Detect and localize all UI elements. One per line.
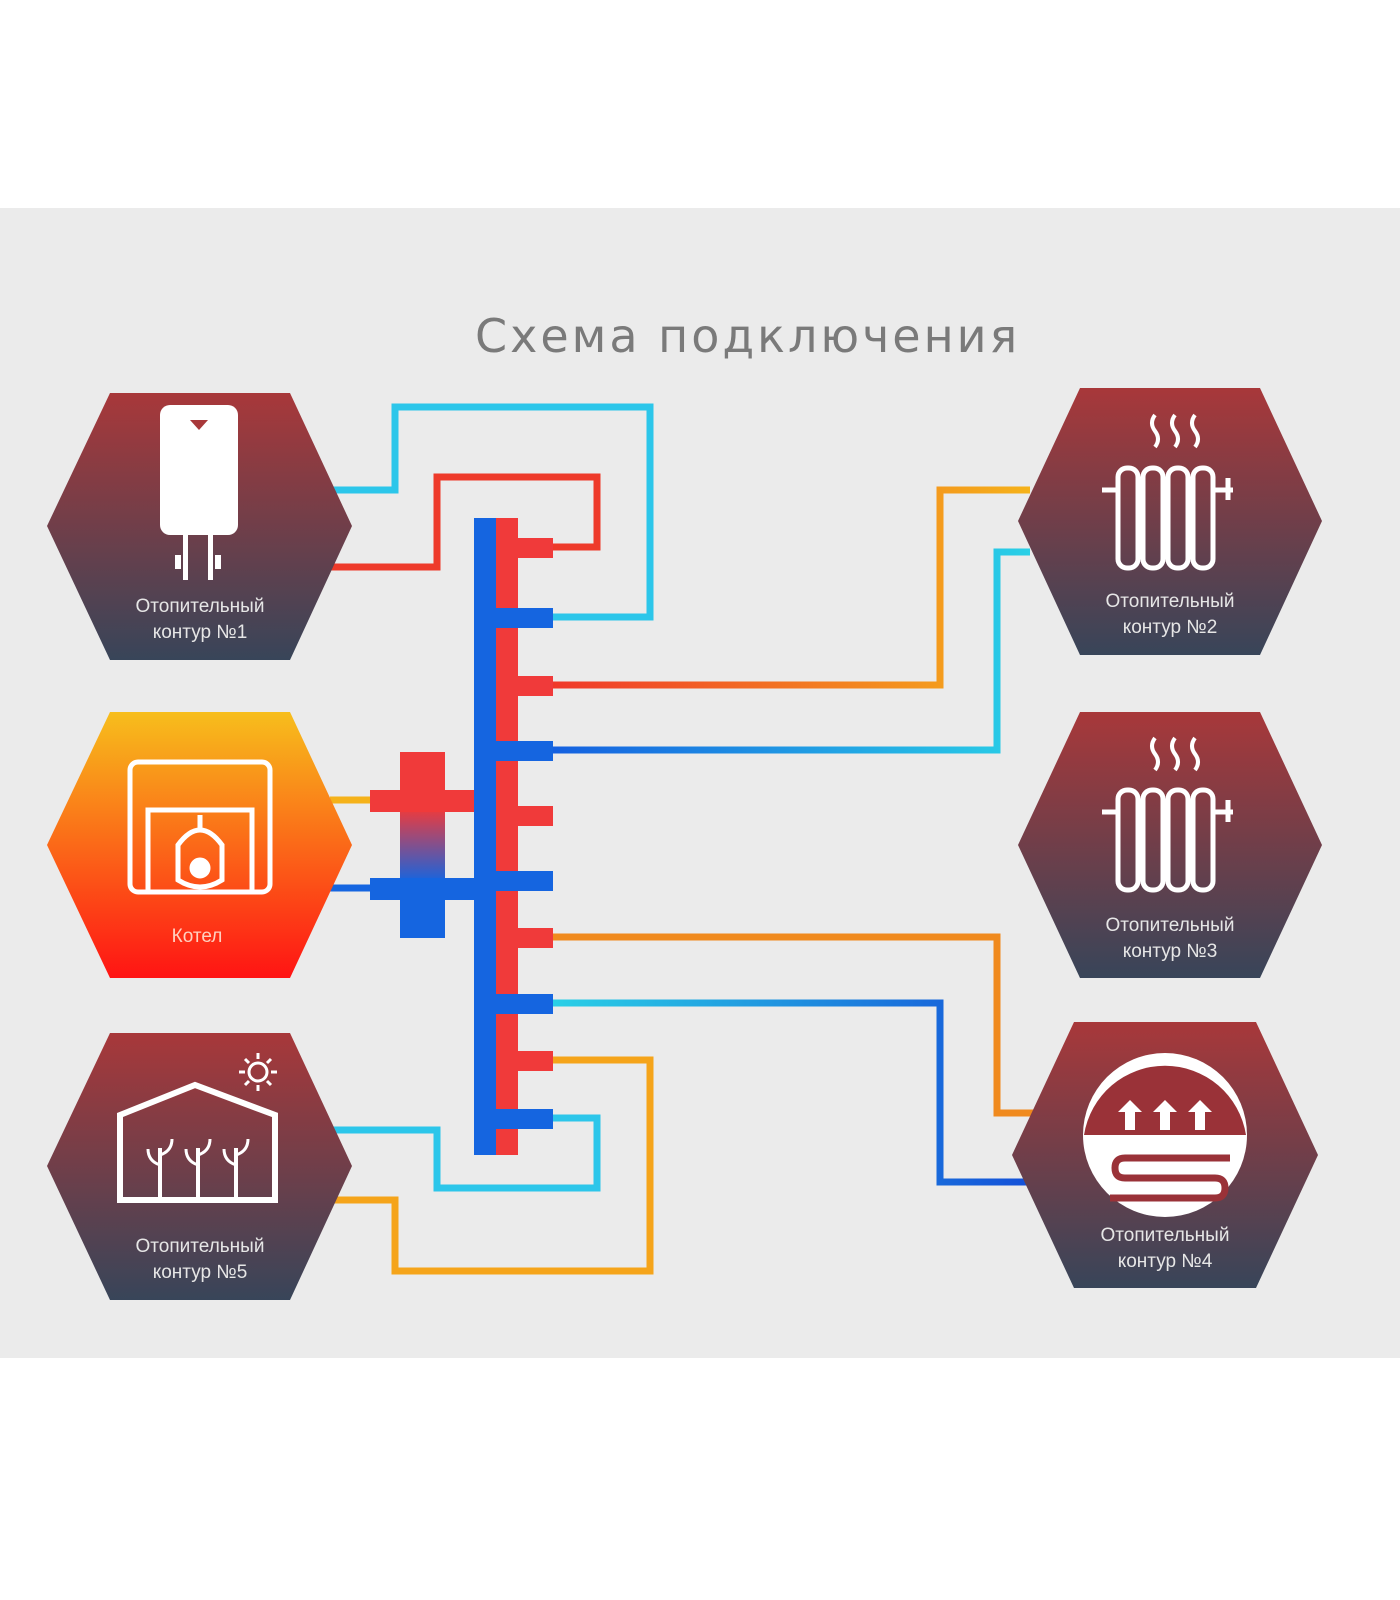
pipe-hot-circuit1: [330, 473, 601, 571]
pipe-hot-circuit5: [330, 1056, 654, 1275]
node-circuit-5: Отопительный контур №5: [47, 1033, 352, 1300]
water-heater-icon: [160, 405, 238, 580]
node-label: контур №2: [1123, 617, 1218, 638]
node-circuit-3: Отопительный контур №3: [1018, 712, 1322, 978]
node-circuit-2: Отопительный контур №2: [1018, 388, 1322, 655]
manifold: [474, 518, 553, 1155]
node-label: контур №5: [153, 1262, 248, 1283]
pipe-cold-circuit2: [553, 548, 1030, 754]
node-label: Отопительный: [1106, 591, 1235, 612]
node-label: Отопительный: [136, 1236, 265, 1257]
hydraulic-separator: [370, 752, 498, 938]
radiator-icon: [1102, 413, 1233, 571]
node-circuit-4: Отопительный контур №4: [1012, 1022, 1318, 1288]
node-boiler: Котел: [47, 712, 352, 978]
pipes: [330, 403, 1040, 1275]
sun-icon: [239, 1053, 277, 1091]
node-label: контур №4: [1118, 1251, 1213, 1272]
node-label: Отопительный: [136, 596, 265, 617]
node-label: контур №3: [1123, 941, 1218, 962]
diagram-title: Схема подключения: [475, 309, 1020, 363]
pipe-cold-circuit5: [330, 1114, 601, 1192]
boiler-icon: [127, 759, 273, 895]
pipe-cold-circuit4: [553, 999, 1030, 1186]
node-label: Котел: [172, 926, 223, 947]
greenhouse-icon: [117, 1081, 278, 1203]
node-label: контур №1: [153, 622, 248, 643]
pipe-hot-circuit2: [553, 486, 1030, 689]
node-label: Отопительный: [1106, 915, 1235, 936]
node-circuit-1: Отопительный контур №1: [47, 393, 352, 660]
pipe-cold-circuit1: [330, 403, 654, 621]
node-label: Отопительный: [1101, 1225, 1230, 1246]
radiator-icon: [1102, 736, 1233, 893]
floor-heating-icon: [1083, 1053, 1247, 1217]
pipe-hot-circuit4: [553, 933, 1040, 1117]
